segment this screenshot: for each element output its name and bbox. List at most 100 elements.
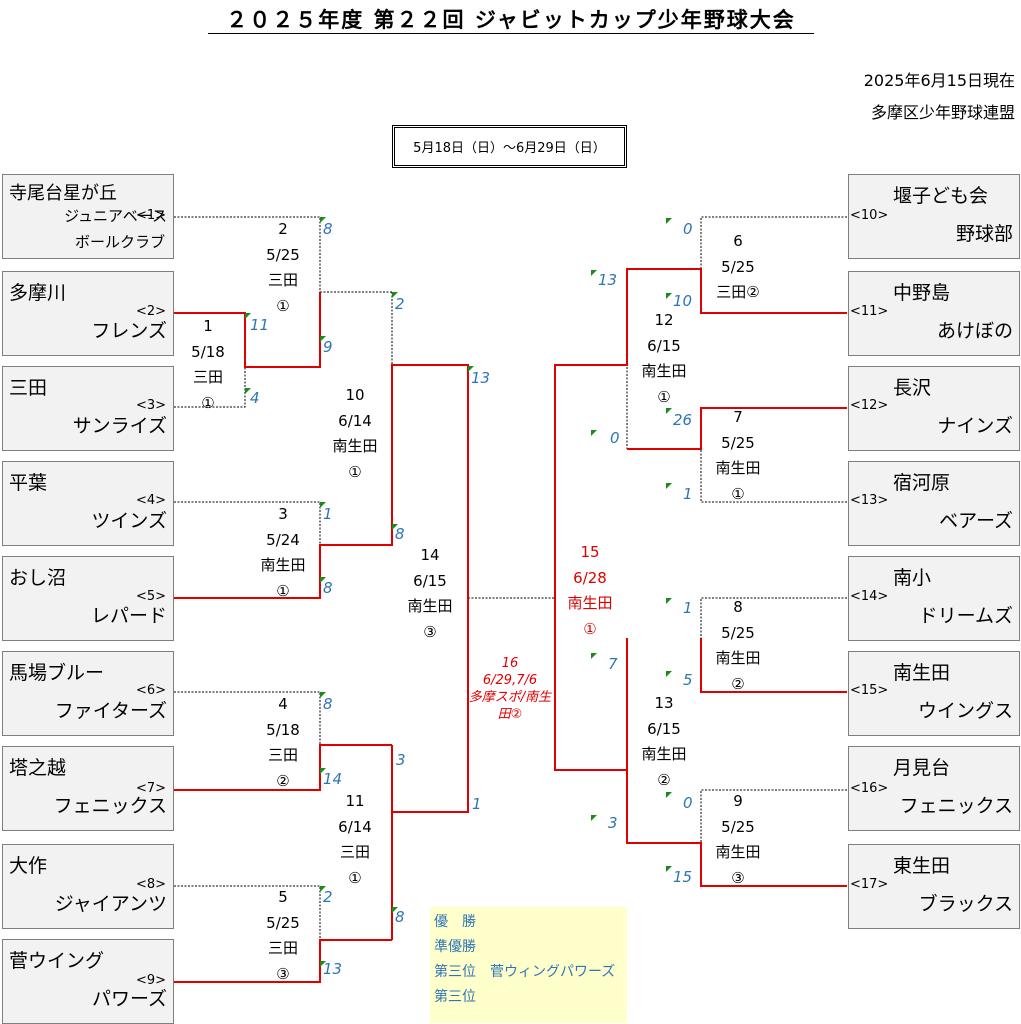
- game-10-info: 10 6/14 南生田 ①: [317, 383, 393, 485]
- score: 10: [673, 292, 693, 310]
- game-date: 5/25: [721, 817, 755, 836]
- winner-flag: [320, 577, 326, 583]
- team-box-16: 月見台 フェニックス: [848, 746, 1020, 831]
- title-underline: [208, 33, 814, 34]
- score: 2: [395, 295, 405, 313]
- winner-flag: [245, 388, 251, 394]
- game-4-info: 4 5/18 三田 ②: [245, 692, 321, 794]
- team-name: 中野島: [893, 282, 951, 304]
- score: 5: [683, 671, 693, 689]
- score: 0: [683, 220, 693, 238]
- page-title: ２０２５年度 第２２回 ジャビットカップ少年野球大会: [226, 8, 796, 32]
- winner-flag: [320, 336, 326, 342]
- score: 2: [323, 888, 333, 906]
- game-date: 5/18: [266, 720, 300, 739]
- winner-flag: [666, 408, 672, 414]
- score: 3: [396, 751, 406, 769]
- team-box-1: 寺尾台星が丘 ジュニアベース ボールクラブ: [2, 174, 174, 259]
- date-range-box: 5月18日（日）～6月29日（日）: [392, 125, 627, 168]
- team-name-3: ボールクラブ: [74, 233, 165, 251]
- game-venue: 南生田: [332, 437, 378, 455]
- team-name-2: ファイターズ: [54, 700, 167, 722]
- game-venue: 南生田: [567, 594, 613, 612]
- team-name: 多摩川: [9, 282, 67, 304]
- game-field: ③: [423, 622, 437, 641]
- team-name: 南生田: [893, 662, 951, 684]
- game-2-info: 2 5/25 三田 ①: [245, 217, 321, 319]
- game-13-info: 13 6/15 南生田 ②: [626, 691, 702, 793]
- result-label: 第三位: [434, 964, 476, 980]
- game-field: ①: [348, 868, 362, 887]
- team-name: 月見台: [893, 757, 951, 779]
- win-line-team-15: [700, 638, 847, 693]
- seed-1: <1>: [136, 208, 167, 223]
- game-number: 4: [278, 695, 288, 713]
- game-number: 3: [278, 505, 288, 523]
- game-number: 10: [345, 386, 365, 404]
- score: 1: [323, 505, 333, 523]
- game-15-info: 15 6/28 南生田 ①: [552, 540, 628, 642]
- winner-flag: [591, 270, 597, 276]
- game-number: 12: [654, 311, 674, 329]
- game-date: 5/25: [266, 245, 300, 264]
- score: 9: [323, 338, 333, 356]
- line-team-8: [174, 885, 321, 940]
- team-name: おし沼: [9, 567, 67, 589]
- game-field: ③: [276, 964, 290, 983]
- game-9-info: 9 5/25 南生田 ③: [700, 789, 776, 891]
- winner-flag: [320, 502, 326, 508]
- team-name: 塔之越: [9, 757, 67, 779]
- team-box-9: 菅ウイング パワーズ: [2, 939, 174, 1024]
- game-7-info: 7 5/25 南生田 ①: [700, 405, 776, 507]
- as-of-date: 2025年6月15日現在: [863, 71, 1015, 90]
- winner-flag: [666, 866, 672, 872]
- game-date: 5/25: [721, 433, 755, 452]
- win-line-game11: [391, 598, 469, 813]
- seed-7: <7>: [136, 781, 167, 796]
- seed-17: <17>: [850, 877, 889, 892]
- result-team: 菅ウィングパワーズ: [490, 964, 616, 980]
- seed-6: <6>: [136, 683, 167, 698]
- result-label: 第三位: [434, 989, 476, 1005]
- team-name-2: レパード: [90, 605, 167, 627]
- team-box-3: 三田 サンライズ: [2, 366, 174, 451]
- result-label: 優 勝: [434, 914, 476, 930]
- seed-10: <10>: [850, 208, 889, 223]
- seed-9: <9>: [136, 973, 167, 988]
- team-name-2: ブラックス: [918, 893, 1013, 915]
- game-1-info: 1 5/18 三田 ①: [170, 314, 246, 416]
- score: 26: [673, 411, 693, 429]
- result-runner-up: 準優勝: [434, 935, 623, 960]
- game-field: ①: [583, 619, 597, 638]
- game-number: 16: [501, 656, 519, 671]
- game-6-info: 6 5/25 三田②: [700, 229, 776, 306]
- winner-flag: [320, 217, 326, 223]
- date-range-label: 5月18日（日）～6月29日（日）: [413, 141, 606, 156]
- game-venue: 南生田: [641, 745, 687, 763]
- game-venue: 南生田: [407, 597, 453, 615]
- seed-4: <4>: [136, 493, 167, 508]
- winner-flag: [666, 218, 672, 224]
- winner-flag: [392, 524, 398, 530]
- game-date: 6/14: [338, 817, 372, 836]
- team-box-13: 宿河原 ベアーズ: [848, 461, 1020, 546]
- game-number: 8: [733, 598, 743, 616]
- winner-flag: [245, 313, 251, 319]
- win-line-team-5: [174, 364, 469, 599]
- result-third-1: 第三位 菅ウィングパワーズ: [434, 960, 623, 985]
- seed-12: <12>: [850, 398, 889, 413]
- game-14-info: 14 6/15 南生田 ③: [392, 543, 468, 645]
- team-name: 馬場ブルー: [9, 662, 105, 684]
- score: 1: [472, 795, 482, 813]
- team-name-2: ベアーズ: [939, 510, 1013, 532]
- team-name-2: ドリームズ: [918, 605, 1013, 627]
- game-field: ①: [348, 462, 362, 481]
- game-number: 1: [203, 317, 213, 335]
- team-name: 宿河原: [893, 472, 951, 494]
- winner-flag: [392, 292, 398, 298]
- team-name: 大作: [9, 855, 48, 877]
- team-box-11: 中野島 あけぼの: [848, 271, 1020, 356]
- score: 8: [395, 908, 405, 926]
- seed-16: <16>: [850, 781, 889, 796]
